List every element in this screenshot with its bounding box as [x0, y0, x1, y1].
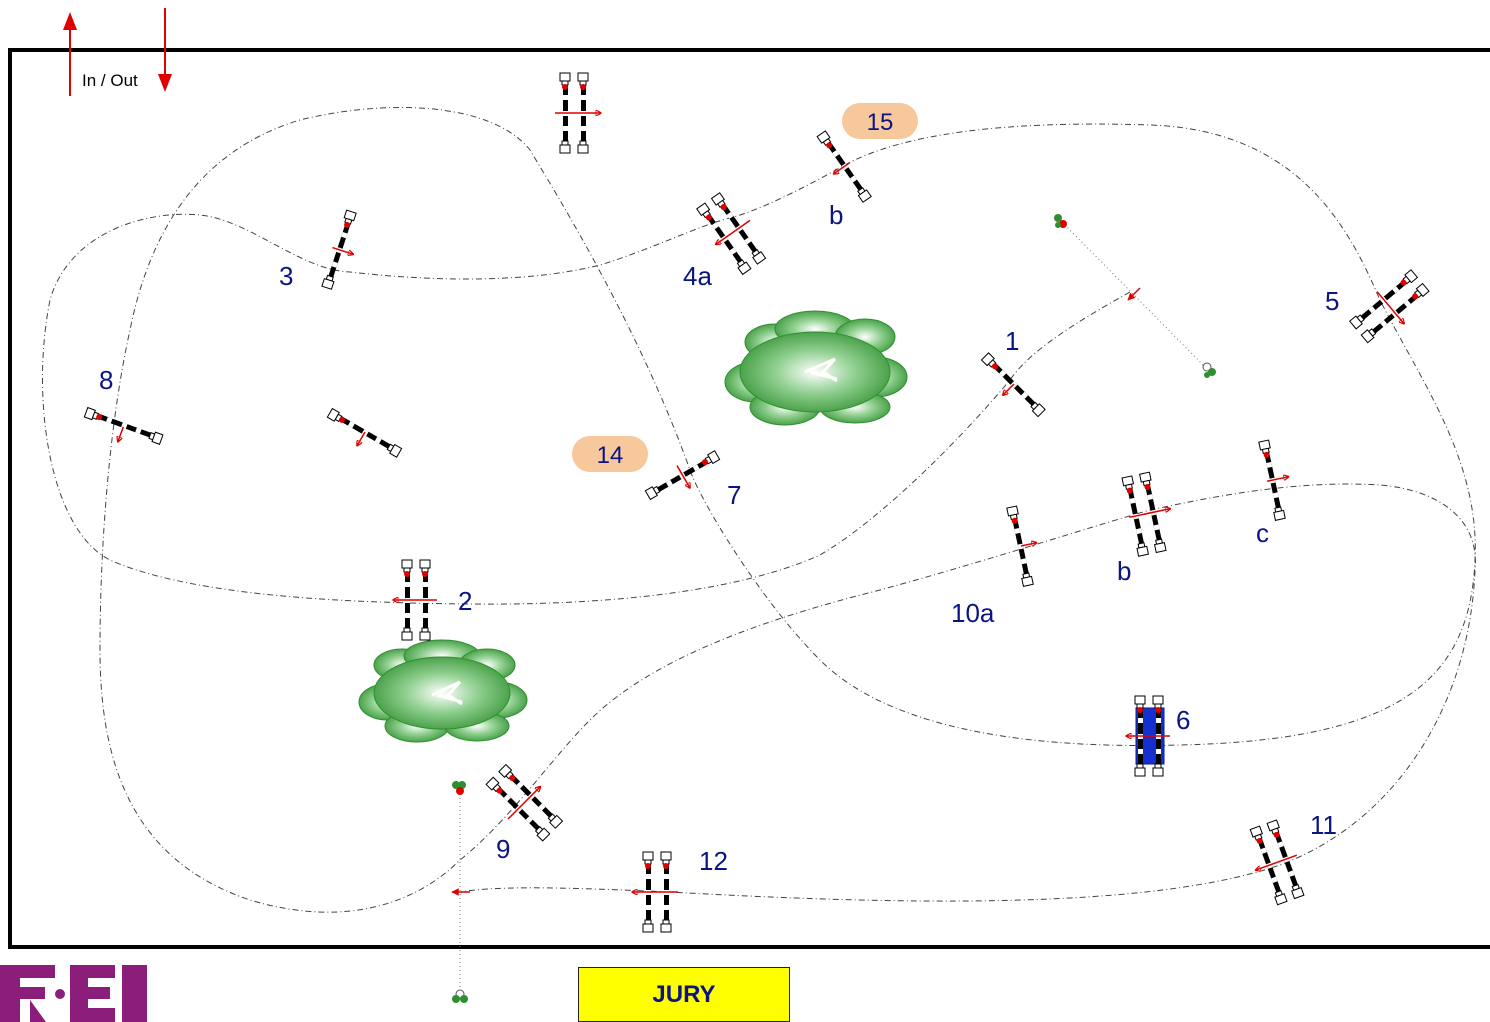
- start-flag-icon: [1202, 362, 1216, 378]
- obstacle-unnumbered: [326, 408, 403, 458]
- arena-border: [8, 48, 1490, 949]
- obstacle-4a: [693, 188, 773, 278]
- obstacle-10b: [1121, 469, 1179, 556]
- obstacle-9: [480, 758, 569, 847]
- bubble-14-shape: [572, 436, 648, 472]
- obstacle-number-12: 12: [699, 846, 728, 876]
- in-out-label: In / Out: [82, 71, 138, 90]
- obstacle-11: [1242, 818, 1311, 908]
- obstacle-2: [393, 560, 437, 640]
- obstacle-number-10a: 10a: [951, 598, 995, 628]
- obstacle-5: [1347, 266, 1435, 350]
- jury-box: JURY: [578, 967, 790, 1022]
- fei-logo: TM: [0, 965, 147, 1022]
- obstacle-8: [83, 407, 164, 445]
- obstacle-1: [980, 352, 1046, 418]
- bubble-15: 15: [867, 109, 894, 136]
- obstacle-number-7: 7: [727, 480, 741, 510]
- bubble-14: 14: [597, 442, 624, 469]
- obstacle-number-4b: b: [829, 200, 843, 230]
- direction-arrow-icon: [451, 287, 1141, 896]
- tree-icon: [724, 310, 908, 426]
- tree-icon: [358, 639, 528, 743]
- obstacle-3: [321, 209, 357, 290]
- obstacle-number-3: 3: [279, 261, 293, 291]
- obstacle-number-2: 2: [458, 586, 472, 616]
- obstacle-number-9: 9: [496, 834, 510, 864]
- obstacle-number-4a: 4a: [683, 261, 712, 291]
- obstacle-10a: [1006, 505, 1045, 587]
- obstacle-number-11: 11: [1310, 810, 1337, 840]
- obstacle-number-6: 6: [1176, 705, 1190, 735]
- start-flag-icon: [1054, 214, 1067, 228]
- obstacle-4b: [816, 130, 872, 203]
- obstacle-6-water: [1126, 696, 1170, 776]
- obstacle-number-1: 1: [1005, 326, 1019, 356]
- fei-trademark: TM: [134, 1014, 141, 1020]
- bubble-15-shape: [842, 103, 918, 139]
- obstacle-12: [632, 852, 678, 932]
- obstacle-number-8: 8: [99, 365, 113, 395]
- obstacle-unnumbered: [555, 73, 601, 153]
- in-out-arrows-icon: [63, 8, 172, 96]
- obstacle-number-10c: c: [1256, 518, 1269, 548]
- obstacle-7: [644, 450, 721, 500]
- obstacle-number-10b: b: [1117, 556, 1131, 586]
- obstacle-10c: [1258, 439, 1297, 521]
- finish-flag-icon: [452, 781, 466, 795]
- course-track: [42, 107, 1476, 913]
- obstacle-number-5: 5: [1325, 286, 1339, 316]
- finish-flag-icon: [452, 989, 468, 1003]
